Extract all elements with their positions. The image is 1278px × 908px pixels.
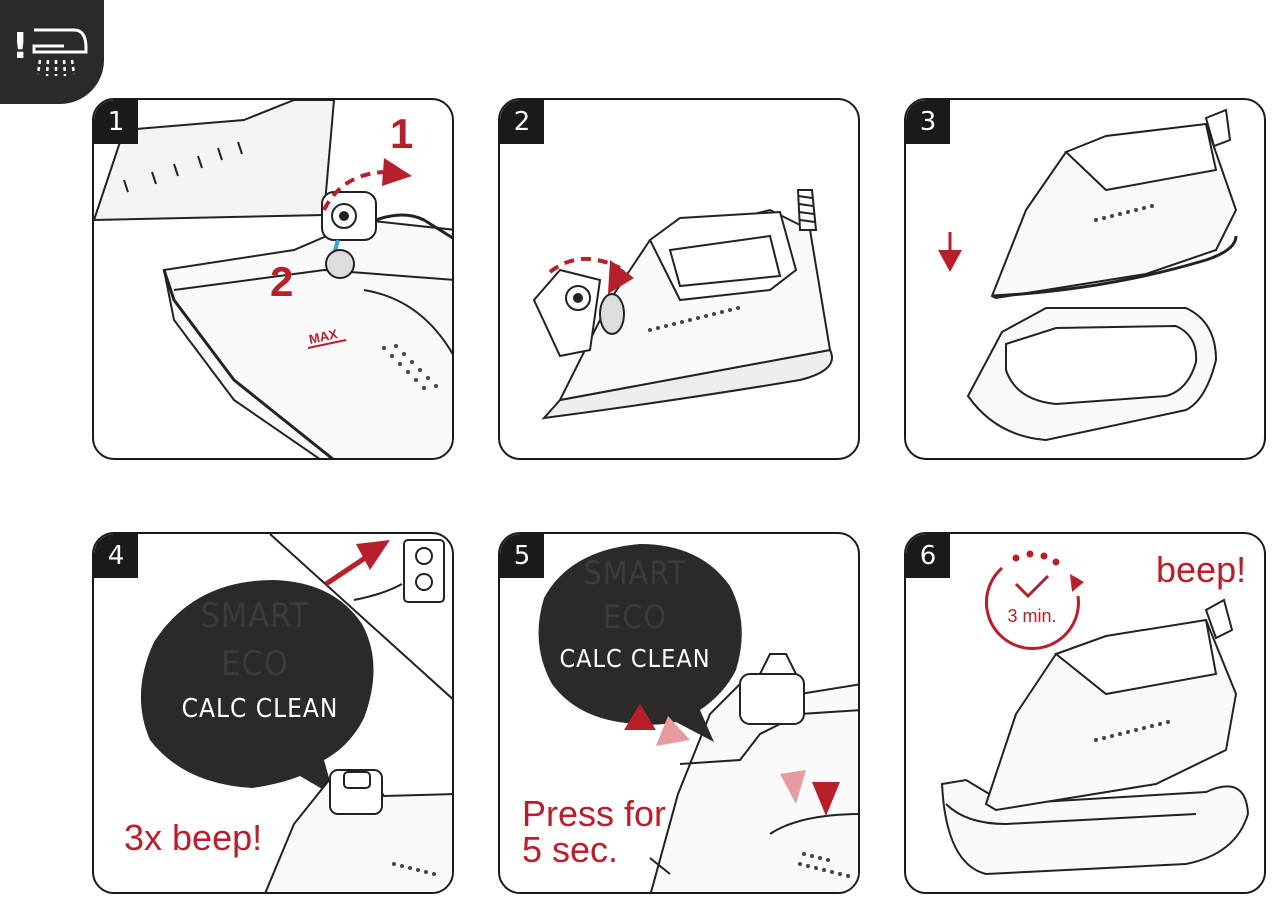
beep-caption: 3x beep! xyxy=(124,817,263,858)
menu-item-calc-clean: CALC CLEAN xyxy=(181,694,339,724)
step-panel-3: 3 xyxy=(904,98,1266,460)
iron-place-on-base-illustration xyxy=(938,108,1238,442)
step-panel-4: 4 SMART ECO CALC CLEAN 3x beep! xyxy=(92,532,454,894)
calc-clean-complete-illustration: 3 min. xyxy=(940,550,1250,876)
press-caption-line2: 5 sec. xyxy=(522,829,619,870)
arrow-down-icon xyxy=(938,250,962,272)
steam-warning-icon: ! xyxy=(12,26,88,77)
step-panel-5: 5 SMART ECO CALC CLEAN Press for 5 sec. xyxy=(498,532,860,894)
menu-item-eco: ECO xyxy=(221,644,289,684)
arrow-down-faded-icon xyxy=(780,770,806,804)
timer-icon xyxy=(984,566,1080,650)
step-panel-6: 6 3 min. beep! xyxy=(904,532,1266,894)
menu-item-eco: ECO xyxy=(603,598,667,636)
calc-clean-select-illustration xyxy=(140,534,452,892)
menu-display-bubble xyxy=(538,544,742,742)
step-number: 2 xyxy=(500,100,544,144)
arrow-up-icon xyxy=(624,704,656,730)
max-mark: MAX xyxy=(308,326,340,347)
step-number: 6 xyxy=(906,534,950,578)
step-number: 1 xyxy=(94,100,138,144)
menu-item-smart: SMART xyxy=(583,554,687,592)
iron-close-lid-illustration xyxy=(532,189,833,420)
calc-clean-hold-illustration xyxy=(538,544,858,892)
arrow-up-faded-icon xyxy=(656,716,690,746)
step-number: 3 xyxy=(906,100,950,144)
step-number: 5 xyxy=(500,534,544,578)
arrow-down-icon xyxy=(812,782,840,816)
press-caption-line1: Press for xyxy=(522,793,667,834)
beep-caption: beep! xyxy=(1156,549,1247,590)
menu-item-smart: SMART xyxy=(200,596,310,636)
iron-refill-illustration: 1 2 MAX xyxy=(94,100,452,458)
step-number: 4 xyxy=(94,534,138,578)
step-panel-1: 1 1 2 MAX xyxy=(92,98,454,460)
menu-display-bubble xyxy=(140,580,374,796)
step-label-two: 2 xyxy=(270,258,293,305)
step-label-one: 1 xyxy=(390,110,413,157)
menu-item-calc-clean: CALC CLEAN xyxy=(559,644,711,673)
step-panel-2: 2 xyxy=(498,98,860,460)
checkmark-icon xyxy=(1014,574,1050,599)
exclamation-glyph: ! xyxy=(12,26,28,67)
timer-label: 3 min. xyxy=(1007,606,1056,626)
warning-badge: ! xyxy=(0,0,104,104)
arrow-right-icon xyxy=(608,260,634,294)
arrow-up-right-icon xyxy=(356,540,390,570)
arrow-right-icon xyxy=(382,158,412,186)
wall-socket-icon xyxy=(403,539,445,603)
